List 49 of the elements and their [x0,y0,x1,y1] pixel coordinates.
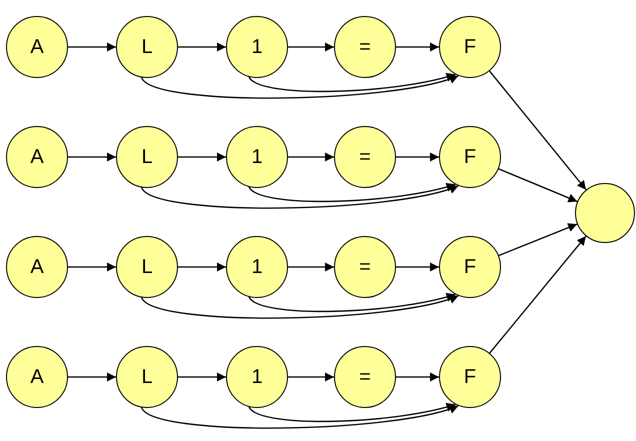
node-label: 1 [251,366,263,388]
arrow [68,372,116,382]
arrow [288,262,334,272]
arrow [68,262,116,272]
arrow [248,402,456,422]
node-label: L [141,36,153,58]
node-label: F [464,146,476,168]
node-label: A [30,36,44,58]
node-label: 1 [251,36,263,58]
arrow [178,372,226,382]
arrow [68,42,116,52]
node-label: A [30,366,44,388]
node-label: L [141,146,153,168]
arrow [248,182,456,202]
arrow [248,292,456,312]
arrow [141,294,459,319]
arrow [396,262,439,272]
node-label: 1 [251,146,263,168]
node-label: = [359,256,371,278]
arrow [498,223,578,256]
arrow [178,152,226,162]
arrow [68,152,116,162]
arrow [141,184,459,209]
node-label: A [30,256,44,278]
node-label: A [30,146,44,168]
arrow [288,152,334,162]
arrow [178,42,226,52]
arrow [396,42,439,52]
circle-node [575,183,635,243]
node-label: = [359,36,371,58]
node-label: F [464,366,476,388]
arrow [141,74,459,99]
arrow [489,236,586,354]
node-label: L [141,256,153,278]
arrow [178,262,226,272]
node-label: F [464,256,476,278]
node-label: = [359,366,371,388]
arrow [288,42,334,52]
arrow [248,72,456,92]
arrow [489,70,587,190]
node-label: 1 [251,256,263,278]
arrow [396,372,439,382]
node-label: = [359,146,371,168]
arrow [141,404,459,429]
arrow [498,168,578,202]
arrow [396,152,439,162]
node-label: F [464,36,476,58]
node-label: L [141,366,153,388]
arrow [288,372,334,382]
